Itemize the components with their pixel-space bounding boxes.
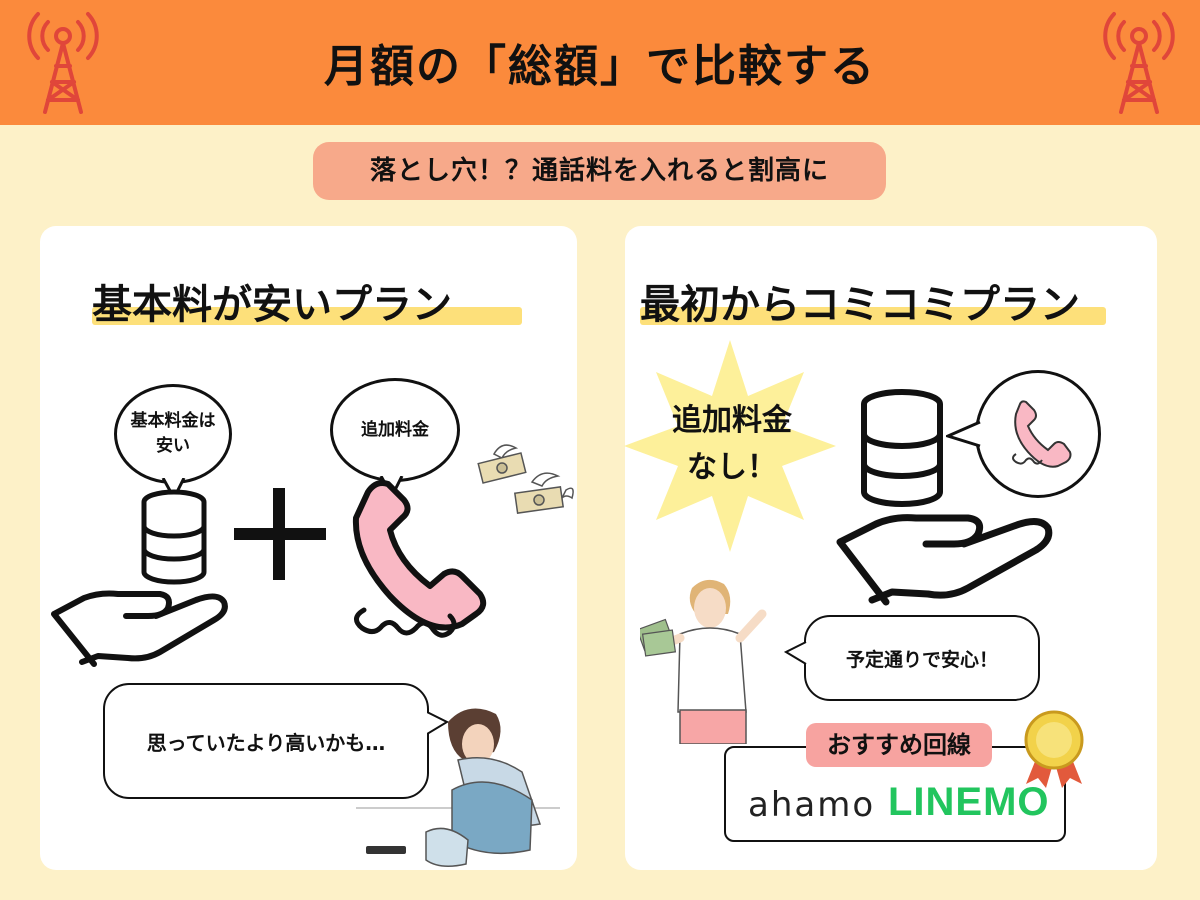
happy-woman-illustration — [640, 579, 767, 744]
bubble-basic-text: 基本料金は 安い — [130, 411, 216, 456]
title-highlight — [640, 307, 1106, 325]
bubble-extra-text: 追加料金 — [361, 419, 429, 440]
burst-text: 追加料金 なし！ — [672, 403, 792, 485]
starburst-badge — [624, 340, 836, 552]
title-highlight — [92, 307, 522, 325]
coin-stack-icon — [141, 489, 207, 585]
speech-surprised: 思っていたより高いかも… — [103, 683, 429, 799]
speech-relieved-text: 予定通りで安心！ — [845, 648, 998, 671]
phone-icon — [1012, 400, 1072, 468]
right-card-title: 最初からコミコミプラン — [640, 282, 1080, 328]
radio-tower-icon — [1103, 12, 1175, 114]
recommended-label: おすすめ回線 — [806, 723, 992, 767]
medal-icon — [1024, 710, 1084, 788]
speech-tail — [784, 641, 807, 665]
bubble-extra-fee: 追加料金 — [330, 378, 460, 482]
flying-money-icon — [477, 444, 574, 514]
speech-surprised-text: 思っていたより高いかも… — [146, 730, 386, 755]
logo-ahamo: ahamo — [748, 785, 876, 825]
bubble-basic-fee: 基本料金は 安い — [114, 384, 232, 484]
page-title: 月額の「総額」で比較する — [324, 41, 876, 92]
bubble-tail — [946, 420, 981, 448]
hand-icon — [836, 514, 1053, 606]
subtitle-banner: 落とし穴！？通話料を入れると割高に — [313, 142, 886, 200]
coin-stack-icon — [861, 389, 943, 507]
phone-icon — [352, 480, 487, 638]
plus-icon — [234, 488, 326, 580]
radio-tower-icon — [27, 12, 99, 114]
hand-icon — [51, 590, 228, 667]
speech-relieved: 予定通りで安心！ — [804, 615, 1040, 701]
logo-linemo: LINEMO — [888, 780, 1050, 824]
left-card-title: 基本料が安いプラン — [92, 282, 452, 328]
header-bar — [0, 0, 1200, 125]
sad-woman-illustration — [356, 708, 560, 867]
speech-tail — [427, 711, 450, 735]
